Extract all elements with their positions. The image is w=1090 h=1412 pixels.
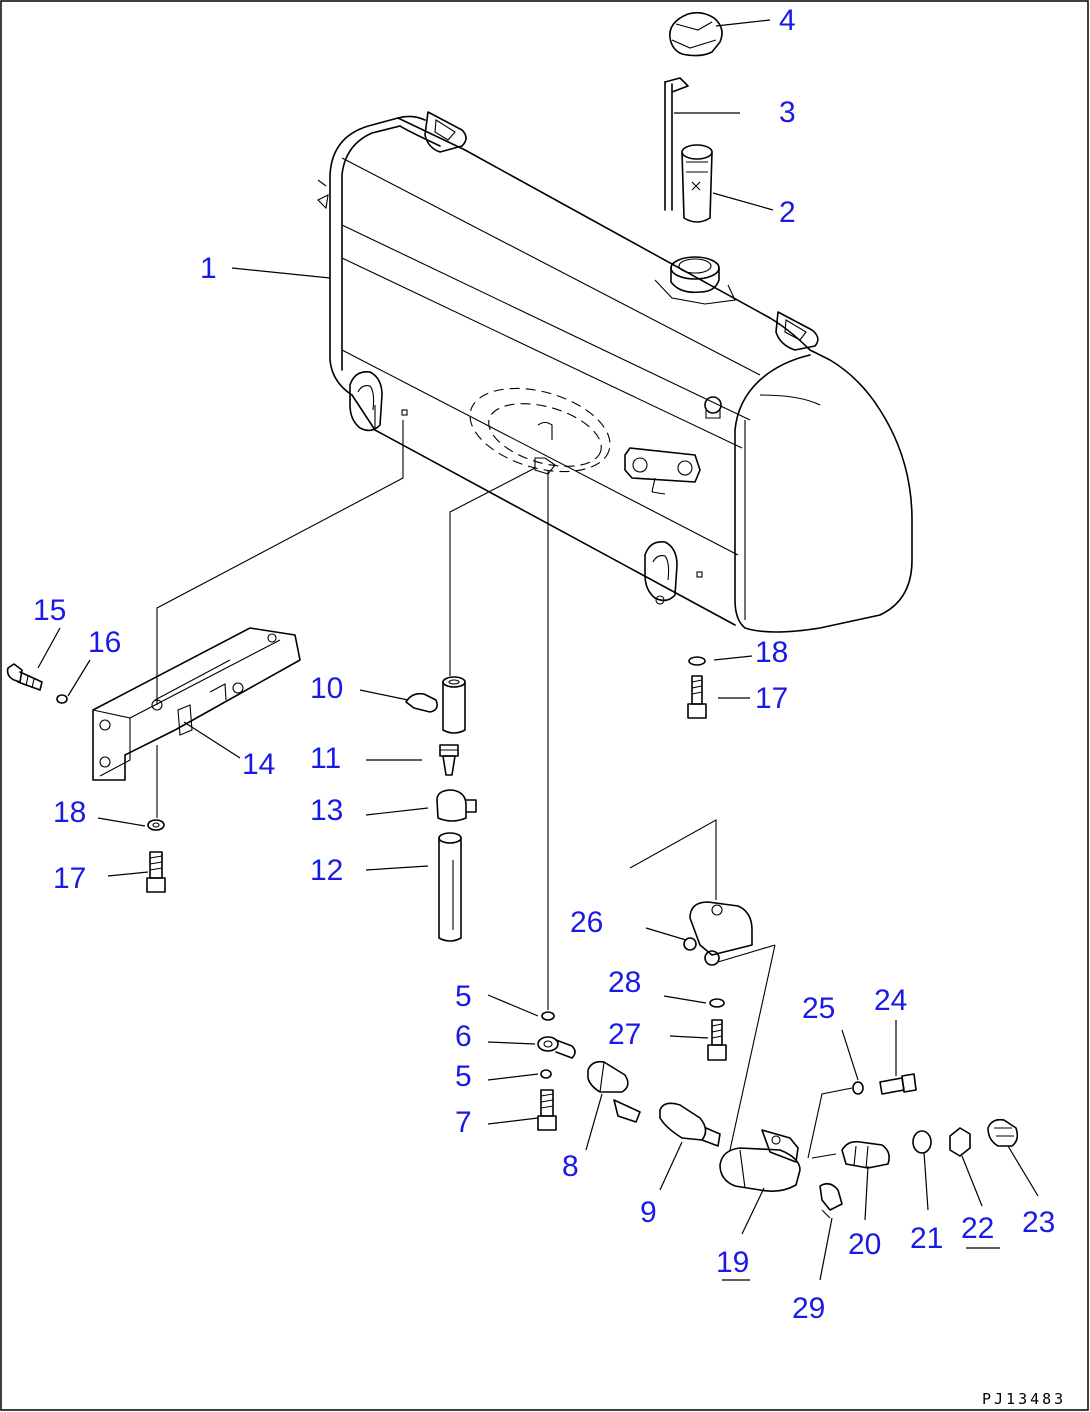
washer-5-lower: [540, 1069, 552, 1079]
callout-8: 8: [562, 1150, 579, 1183]
plate-22: [949, 1127, 971, 1157]
bolt-17-left: [146, 851, 166, 893]
callout-26: 26: [570, 906, 603, 939]
washer-18-left: [147, 819, 165, 831]
callout-17-left: 17: [53, 862, 86, 895]
callout-18-right: 18: [755, 636, 788, 669]
sensor-20: [841, 1140, 890, 1169]
bolt-17-right: [687, 675, 707, 719]
callout-5-lower: 5: [455, 1060, 472, 1093]
washer-18-right: [688, 656, 706, 666]
washer-16: [56, 694, 68, 704]
drawing-number: PJ13483: [982, 1390, 1066, 1408]
mounting-bracket: [92, 627, 301, 781]
callout-17-right: 17: [755, 682, 788, 715]
washer-21: [912, 1130, 932, 1154]
bolt-27: [707, 1019, 727, 1061]
callout-22: 22: [961, 1212, 994, 1245]
callout-29: 29: [792, 1292, 825, 1325]
callout-7: 7: [455, 1106, 472, 1139]
callout-11: 11: [310, 742, 341, 775]
callout-27: 27: [608, 1018, 641, 1051]
filter-9: [659, 1102, 721, 1147]
callout-3: 3: [779, 96, 796, 129]
callout-15: 15: [33, 594, 66, 627]
callout-19: 19: [716, 1246, 749, 1279]
bracket-26: [683, 901, 776, 966]
callout-16: 16: [88, 626, 121, 659]
washer-25: [852, 1081, 864, 1095]
callout-6: 6: [455, 1020, 472, 1053]
callout-9: 9: [640, 1196, 657, 1229]
callout-25: 25: [802, 992, 835, 1025]
clamp-13: [436, 789, 477, 822]
callout-2: 2: [779, 196, 796, 229]
pipe-19: [719, 1129, 801, 1192]
plug-23: [987, 1118, 1019, 1147]
callout-4: 4: [779, 4, 796, 37]
callout-1: 1: [200, 252, 217, 285]
callout-12: 12: [310, 854, 343, 887]
washer-28: [709, 998, 725, 1008]
callout-13: 13: [310, 794, 343, 827]
elbow-10: [405, 692, 438, 713]
callout-23: 23: [1022, 1206, 1055, 1239]
callout-labels: 1 2 3 4 5 5 6 7 8 9 10 11 12 13 14 15 16…: [33, 4, 1055, 1325]
callout-21: 21: [910, 1222, 943, 1255]
bolt-15: [6, 663, 43, 691]
callout-18-left: 18: [53, 796, 86, 829]
clip-29: [819, 1182, 843, 1219]
callout-10: 10: [310, 672, 343, 705]
callout-28: 28: [608, 966, 641, 999]
callout-5-upper: 5: [455, 980, 472, 1013]
assembly-lines: [37, 19, 1039, 1281]
hose-12: [438, 832, 462, 942]
banjo-6: [537, 1036, 576, 1059]
fuel-tank: [317, 111, 913, 633]
hose-connector-10: [442, 676, 466, 734]
callout-14: 14: [242, 748, 275, 781]
callout-24: 24: [874, 984, 907, 1017]
dipstick: [664, 77, 689, 211]
washer-5-upper: [541, 1011, 555, 1021]
filler-cap: [669, 11, 723, 57]
callout-20: 20: [848, 1228, 881, 1261]
fitting-11: [439, 744, 459, 776]
bolt-24: [879, 1073, 917, 1095]
filler-strainer: [681, 144, 713, 223]
valve-8: [587, 1060, 641, 1123]
banjo-bolt-7: [537, 1089, 557, 1131]
